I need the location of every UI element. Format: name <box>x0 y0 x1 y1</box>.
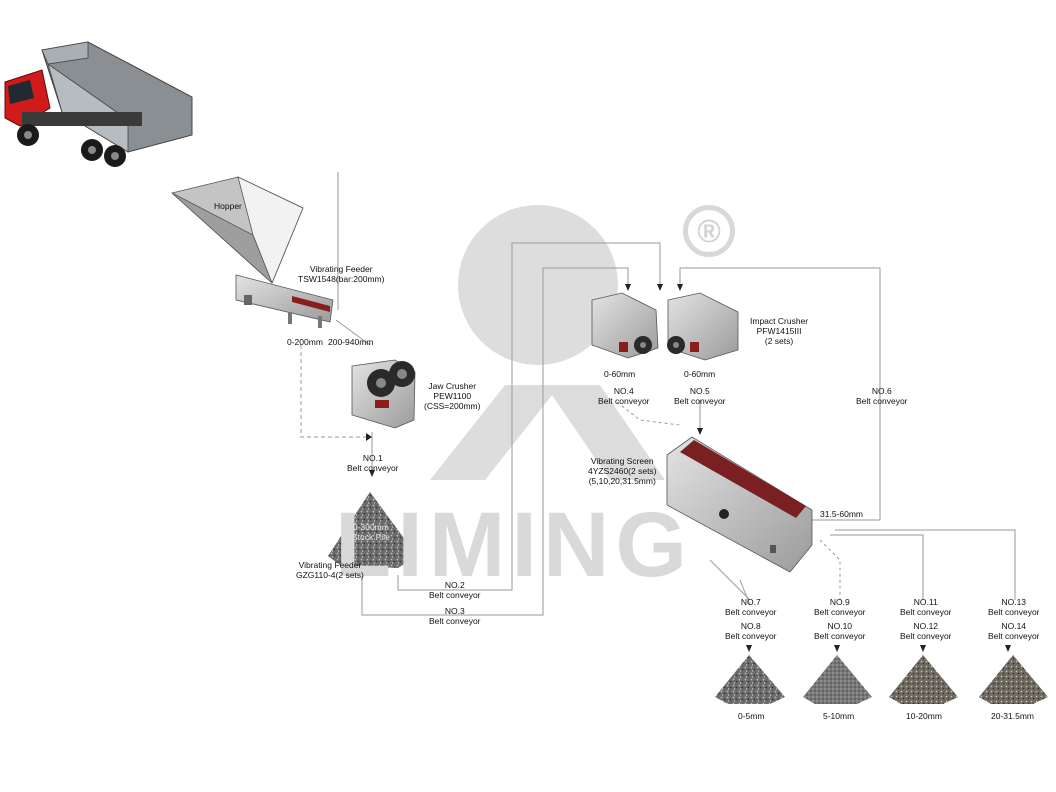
product-pile-5-10 <box>803 655 872 704</box>
impact-crusher-1 <box>591 292 659 359</box>
conveyor-no4-label: NO.4 Belt conveyor <box>598 386 650 406</box>
hopper <box>171 176 304 285</box>
vibrating-feeder-label: Vibrating Feeder TSW1548(bar:200mm) <box>298 264 385 284</box>
registered-mark-icon: ® <box>683 205 735 257</box>
screen-oversize-label: 31.5-60mm <box>820 509 863 519</box>
conveyor-no1-label: NO.1 Belt conveyor <box>347 453 399 473</box>
feeder-oversize-label: 200-940mm <box>328 337 374 347</box>
dump-truck <box>4 41 193 167</box>
stock-pile <box>328 492 417 568</box>
vibrating-screen <box>666 436 813 573</box>
product-pile-10-20 <box>889 655 958 704</box>
conveyor-no14-label: NO.14 Belt conveyor <box>988 621 1040 641</box>
product-label-20-31-5: 20-31.5mm <box>991 711 1034 721</box>
flow-arrows <box>366 284 1011 652</box>
jaw-crusher <box>351 359 416 429</box>
impact-out-2-label: 0-60mm <box>684 369 716 379</box>
product-label-0-5: 0-5mm <box>738 711 765 721</box>
product-pile-0-5 <box>715 655 785 704</box>
conveyor-no12-label: NO.12 Belt conveyor <box>900 621 952 641</box>
impact-crusher-label: Impact Crusher PFW1415III (2 sets) <box>750 316 809 346</box>
conveyor-no11-label: NO.11 Belt conveyor <box>900 597 952 617</box>
watermark-logo <box>430 205 665 480</box>
feeder-undersize-label: 0-200mm <box>287 337 323 347</box>
jaw-crusher-label: Jaw Crusher PEW1100 (CSS=200mm) <box>424 381 481 411</box>
conveyor-no8-label: NO.8 Belt conveyor <box>725 621 777 641</box>
watermark-brand: LIMING <box>335 494 693 596</box>
conveyor-no7-label: NO.7 Belt conveyor <box>725 597 777 617</box>
vibrating-feeder <box>235 274 334 328</box>
conveyor-no9-label: NO.9 Belt conveyor <box>814 597 866 617</box>
conveyor-no6-label: NO.6 Belt conveyor <box>856 386 908 406</box>
conveyor-no2-label: NO.2 Belt conveyor <box>429 580 481 600</box>
stock-pile-label: 0-300mm Stock Pile <box>352 522 390 542</box>
impact-out-1-label: 0-60mm <box>604 369 636 379</box>
product-label-5-10: 5-10mm <box>823 711 855 721</box>
impact-crusher-2 <box>667 292 739 361</box>
conveyor-no3-label: NO.3 Belt conveyor <box>429 606 481 626</box>
conveyor-no5-label: NO.5 Belt conveyor <box>674 386 726 406</box>
hopper-label: Hopper <box>214 201 242 211</box>
conveyor-no10-label: NO.10 Belt conveyor <box>814 621 866 641</box>
product-label-10-20: 10-20mm <box>906 711 942 721</box>
flow-lines <box>300 172 1016 616</box>
product-pile-20-31-5 <box>979 655 1048 704</box>
vibrating-screen-label: Vibrating Screen 4YZS2460(2 sets) (5,10,… <box>588 456 657 486</box>
conveyor-no13-label: NO.13 Belt conveyor <box>988 597 1040 617</box>
vibrating-feeder-2-label: Vibrating Feeder GZG110-4(2 sets) <box>296 560 364 580</box>
